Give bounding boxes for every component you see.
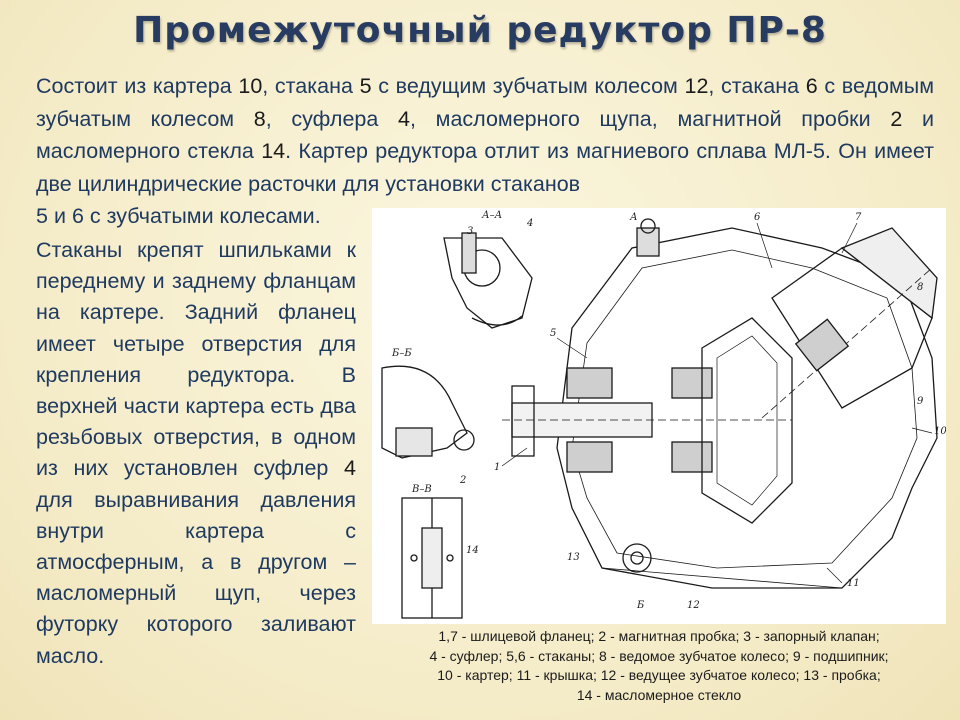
ref-number: 4 xyxy=(398,106,410,131)
bearing-bottom xyxy=(566,441,613,473)
spline-flange-left xyxy=(511,385,535,457)
label-b-mark: Б xyxy=(636,600,645,611)
ref-number: 6 xyxy=(71,204,84,228)
drain-plug xyxy=(622,543,652,573)
bearing-output xyxy=(794,318,850,372)
caption-line: 1,7 - шлицевой фланец; 2 - магнитная про… xyxy=(438,628,880,644)
intro-text: и xyxy=(47,204,72,228)
caption-line: 10 - картер; 11 - крышка; 12 - ведущее з… xyxy=(437,667,881,683)
sump-line xyxy=(601,567,843,589)
intro-text: с ведущим зубчатым колесом xyxy=(371,74,685,98)
gearbox-drawing: А–А Б–Б В–В А Б 1 2 3 4 5 6 7 8 9 10 11 … xyxy=(372,208,947,624)
gearbox-drawing-svg: А–А Б–Б В–В А Б 1 2 3 4 5 6 7 8 9 10 11 … xyxy=(381,210,947,619)
label-10: 10 xyxy=(934,426,946,437)
bearing-top xyxy=(566,367,613,399)
label-4: 4 xyxy=(526,218,533,229)
body-paragraph: Стаканы крепят шпильками к переднему и з… xyxy=(36,235,356,672)
label-11: 11 xyxy=(847,578,860,589)
oil-sight-glass xyxy=(421,527,443,589)
caption-line: 4 - суфлер; 5,6 - стаканы; 8 - ведомое з… xyxy=(429,647,889,664)
label-9: 9 xyxy=(917,396,924,407)
ref-number: 4 xyxy=(344,456,356,481)
section-bb-outline xyxy=(381,365,468,459)
breather-cap xyxy=(640,218,656,234)
leader-line xyxy=(826,567,843,584)
intro-text: с зубчатыми колесами. xyxy=(83,204,321,228)
leader-line xyxy=(911,427,933,434)
section-bb-nut xyxy=(453,429,475,451)
intro-text: и масломерного стекла xyxy=(36,106,935,164)
leader-line xyxy=(501,447,528,467)
body-text: для выравнивания давления внутри картера… xyxy=(36,487,356,668)
breather xyxy=(636,227,660,257)
bearing-top-2 xyxy=(671,367,713,399)
label-section-bb: Б–Б xyxy=(391,348,412,359)
leader-line xyxy=(841,222,858,254)
figure-caption: 1,7 - шлицевой фланец; 2 - магнитная про… xyxy=(372,627,946,705)
ref-number: 5 xyxy=(359,74,372,98)
caption-line: 14 - масломерное стекло xyxy=(576,686,742,703)
label-a-mark: А xyxy=(629,212,638,223)
intro-text: , масломерного щупа, магнитной пробки xyxy=(410,106,891,131)
ref-number: 10 xyxy=(238,74,263,98)
ref-number: 14 xyxy=(261,139,286,163)
housing-outline xyxy=(556,227,938,589)
intro-text: Состоит из картера xyxy=(36,74,239,98)
drain-plug-center xyxy=(630,551,644,565)
intro-last-line: 5 и 6 с зубчатыми колесами. xyxy=(36,200,366,233)
leader-line xyxy=(756,222,773,269)
label-8: 8 xyxy=(917,282,923,293)
ref-number: 5 xyxy=(36,204,48,228)
intro-text: , стакана xyxy=(262,74,360,98)
section-aa-curve xyxy=(471,315,523,326)
section-aa-valve xyxy=(461,232,477,274)
output-axis xyxy=(761,267,933,419)
ref-number: 12 xyxy=(684,74,709,98)
section-vv-hole xyxy=(410,554,418,562)
intro-text: с ведомым зубчатым колесом xyxy=(36,74,934,131)
label-3: 3 xyxy=(467,226,473,237)
bearing-bottom-2 xyxy=(671,441,713,473)
label-2: 2 xyxy=(459,475,466,486)
label-7: 7 xyxy=(855,212,862,223)
section-bb-plug xyxy=(395,427,433,457)
intro-text: , стакана xyxy=(708,74,806,98)
ref-number: 8 xyxy=(253,106,266,131)
label-section-vv: В–В xyxy=(411,484,432,495)
label-12: 12 xyxy=(687,600,700,611)
section-aa-outline xyxy=(443,237,533,329)
ref-number: 2 xyxy=(890,106,903,131)
slide-title: Промежуточный редуктор ПР-8 xyxy=(133,10,827,51)
driving-gear xyxy=(701,317,793,524)
housing-inner xyxy=(571,249,918,569)
label-section-aa: А–А xyxy=(481,210,502,221)
intro-text: . Картер редуктора отлит из магниевого с… xyxy=(36,139,934,196)
section-vv-hole xyxy=(446,554,454,562)
label-1: 1 xyxy=(494,462,500,473)
intro-paragraph: Состоит из картера 10, стакана 5 с ведущ… xyxy=(36,70,934,200)
ref-number: 6 xyxy=(805,74,818,98)
driving-gear-inner xyxy=(716,335,778,506)
label-5: 5 xyxy=(550,328,556,339)
driven-gear xyxy=(771,247,933,409)
label-6: 6 xyxy=(754,212,761,223)
intro-text: , суфлера xyxy=(265,106,399,131)
leader-line xyxy=(556,337,588,359)
label-13: 13 xyxy=(567,552,580,563)
body-text: Стаканы крепят шпильками к переднему и з… xyxy=(36,238,356,481)
label-14: 14 xyxy=(466,545,479,556)
